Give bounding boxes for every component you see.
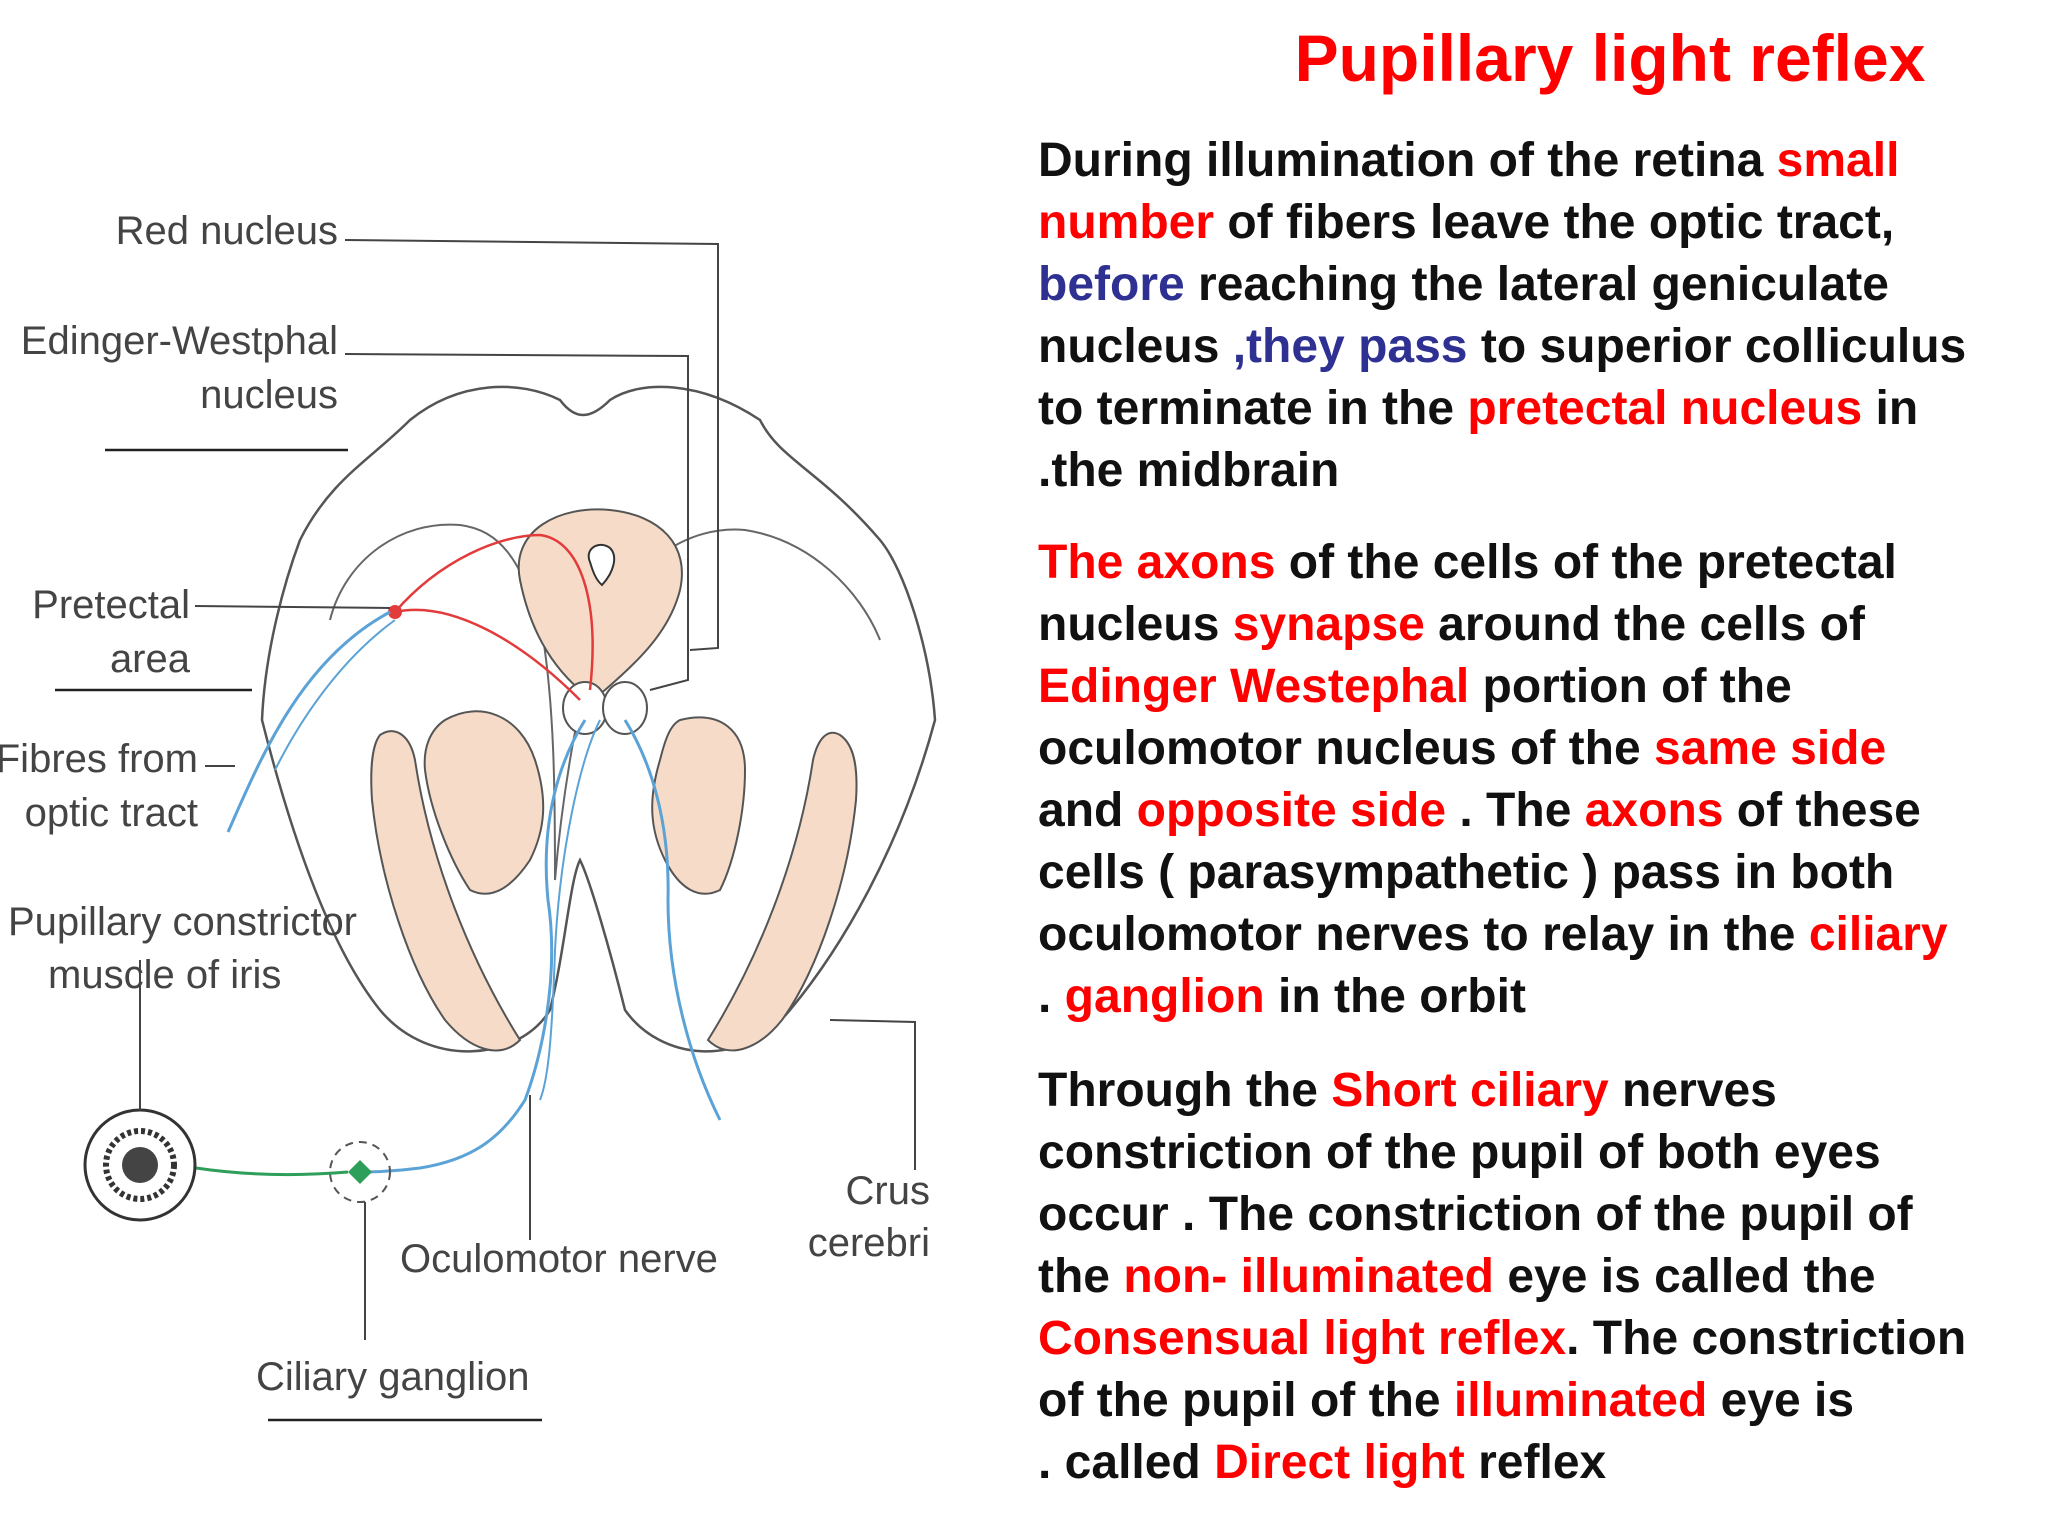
text-line: During illumination of the retina small — [1038, 134, 1900, 187]
text-line: Edinger Westephal portion of the — [1038, 660, 1792, 713]
ciliary-ganglion-node — [348, 1160, 372, 1184]
pretectal-to-ew-pathway — [394, 533, 594, 691]
edinger-westphal-right — [602, 681, 648, 735]
oculomotor-fibres-left — [359, 719, 587, 1174]
oculomotor-fibres-cross — [623, 719, 722, 1121]
label-oculomotor: Oculomotor nerve — [400, 1237, 718, 1281]
optic-tract-fibres-2 — [274, 619, 396, 771]
text-line: of the pupil of the illuminated eye is — [1038, 1374, 1855, 1427]
text-line: to terminate in the pretectal nucleus in — [1038, 382, 1919, 435]
text-line: . called Direct light reflex — [1038, 1436, 1607, 1489]
label-fibres-1: Fibres from — [0, 737, 198, 781]
text-line: the non- illuminated eye is called the — [1038, 1250, 1876, 1303]
paragraph-pretectal-axons: The axons of the cells of the pretectal … — [1038, 532, 2043, 1028]
label-ciliary: Ciliary ganglion — [256, 1355, 529, 1399]
text-line: oculomotor nerves to relay in the ciliar… — [1038, 908, 1948, 961]
label-pupillary-2: muscle of iris — [48, 953, 281, 997]
text-line: before reaching the lateral geniculate — [1038, 258, 1889, 311]
pupil — [122, 1147, 158, 1183]
cerebral-aqueduct — [587, 543, 616, 587]
leader-pretectal — [194, 605, 391, 609]
iris-ring — [103, 1128, 177, 1202]
left-peduncle-nucleus — [423, 710, 545, 895]
text-line: nucleus ,they pass to superior colliculu… — [1038, 320, 1967, 373]
label-pupillary-1: Pupillary constrictor — [8, 900, 357, 944]
text-line: .the midbrain — [1038, 444, 1340, 497]
leader-crus — [829, 1019, 916, 1170]
text-line: occur . The constriction of the pupil of — [1038, 1188, 1913, 1241]
text-line: . ganglion in the orbit — [1038, 970, 1526, 1023]
paragraph-retina-illumination: During illumination of the retina small … — [1038, 130, 2043, 502]
ciliary-ganglion-circle — [329, 1141, 391, 1203]
page-title: Pupillary light reflex — [1294, 21, 1926, 95]
short-ciliary-nerve — [195, 1166, 349, 1177]
text-line: nucleus synapse around the cells of — [1038, 598, 1865, 651]
text-line: number of fibers leave the optic tract, — [1038, 196, 1895, 249]
label-edinger-2: nucleus — [200, 373, 338, 417]
paragraph-consensual-reflex: Through the Short ciliary nerves constri… — [1038, 1060, 2043, 1494]
optic-tract-fibres — [226, 610, 391, 833]
text-line: cells ( parasympathetic ) pass in both — [1038, 846, 1895, 899]
label-fibres-2: optic tract — [25, 791, 198, 835]
label-crus-2: cerebri — [808, 1221, 930, 1265]
right-crus-cerebri — [706, 731, 858, 1052]
text-line: The axons of the cells of the pretectal — [1038, 536, 1897, 589]
right-peduncle-nucleus — [651, 716, 747, 895]
text-line: oculomotor nucleus of the same side — [1038, 722, 1887, 775]
label-pretectal-1: Pretectal — [32, 583, 190, 627]
label-pretectal-2: area — [110, 637, 191, 681]
pupillary-reflex-diagram: Red nucleus Edinger-Westphal nucleus Pre… — [0, 209, 937, 1422]
text-line: Consensual light reflex. The constrictio… — [1038, 1312, 1967, 1365]
text-line: constriction of the pupil of both eyes — [1038, 1126, 1881, 1179]
leader-edinger — [344, 353, 689, 691]
left-crus-cerebri — [370, 730, 522, 1052]
text-line: Through the Short ciliary nerves — [1038, 1064, 1777, 1117]
red-nucleus-shape — [517, 508, 683, 697]
pretectal-to-ew-pathway-2 — [394, 608, 581, 701]
oculomotor-fibres-inner — [539, 719, 601, 1101]
label-edinger-1: Edinger-Westphal — [21, 319, 338, 363]
label-red-nucleus: Red nucleus — [116, 209, 338, 253]
label-crus-1: Crus — [846, 1169, 930, 1213]
leader-red-nucleus — [344, 239, 719, 651]
pretectal-synapse — [388, 605, 402, 619]
text-line: and opposite side . The axons of these — [1038, 784, 1921, 837]
tegmentum-outline — [329, 523, 881, 881]
